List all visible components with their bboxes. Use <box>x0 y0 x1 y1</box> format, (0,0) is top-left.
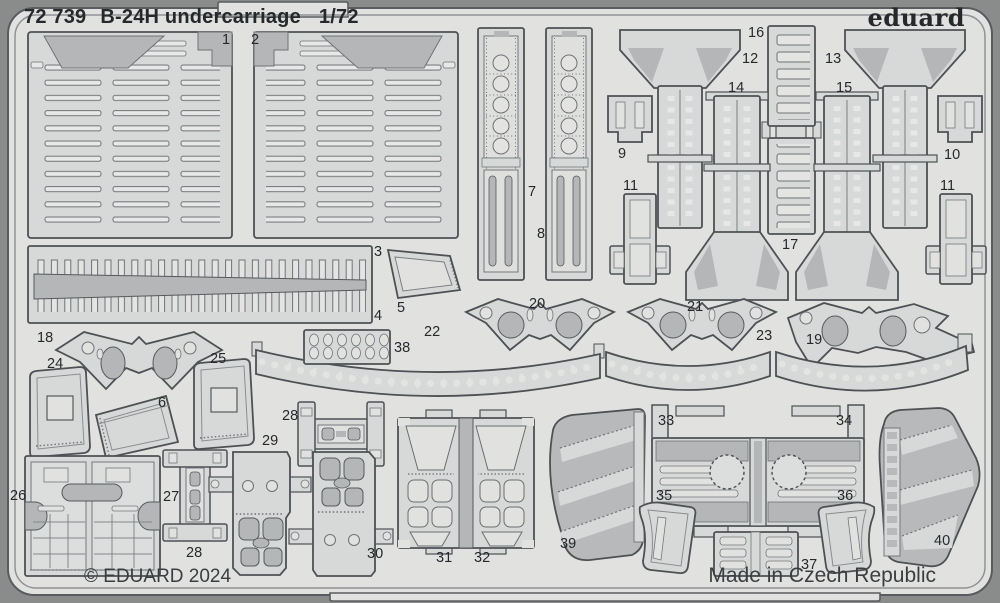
part-number-33: 33 <box>658 413 675 429</box>
part-number-1: 1 <box>222 32 231 48</box>
part-5-wedge <box>386 248 462 299</box>
part-number-13: 13 <box>825 51 842 67</box>
part-number-7: 7 <box>528 184 537 200</box>
part-30-strut-plate <box>288 451 394 577</box>
part-number-2: 2 <box>251 32 260 48</box>
part-number-35: 35 <box>656 488 673 504</box>
part-number-39: 39 <box>560 536 577 552</box>
part-18-rib <box>54 331 224 391</box>
part-number-38: 38 <box>394 340 411 356</box>
eduard-logo: eduard <box>867 3 965 32</box>
part-number-29: 29 <box>262 433 279 449</box>
part-23-stringer <box>605 333 973 392</box>
part-40-fairing <box>878 407 981 568</box>
part-number-27: 27 <box>163 489 180 505</box>
part-number-36: 36 <box>837 488 854 504</box>
part-20-rib <box>463 298 617 352</box>
catalog-number: 72 739 <box>24 6 87 28</box>
part-number-6: 6 <box>158 395 167 411</box>
part-number-12: 12 <box>742 51 759 67</box>
part-number-10: 10 <box>944 147 961 163</box>
part-35-side-panel <box>638 501 697 575</box>
part-number-24: 24 <box>47 356 64 372</box>
part-26-mudguard <box>24 455 161 577</box>
sheet-title: B-24H undercarriage <box>100 6 301 28</box>
sheet-header: 72 739 B-24H undercarriage 1/72 <box>24 6 359 29</box>
part-9-bracket <box>607 95 653 143</box>
part-11-bracket <box>609 193 671 285</box>
part-24-panel <box>29 366 91 459</box>
part-14-leg <box>685 91 789 301</box>
part-1-door-panel <box>27 31 233 239</box>
part-number-11-right: 11 <box>940 178 956 194</box>
part-number-16: 16 <box>748 25 765 41</box>
part-39-fairing <box>549 408 646 561</box>
part-22-stringer <box>251 341 605 397</box>
part-number-8: 8 <box>537 226 546 242</box>
part-38-runner <box>303 329 391 365</box>
part-16-17-ladder <box>761 25 822 235</box>
part-number-23: 23 <box>756 328 773 344</box>
part-7-strip <box>477 27 525 281</box>
part-number-28-bottom: 28 <box>186 545 203 561</box>
part-number-20: 20 <box>529 296 546 312</box>
copyright-text: © EDUARD 2024 <box>84 566 232 587</box>
part-number-11-left: 11 <box>623 178 639 194</box>
part-2-door-panel <box>253 31 459 239</box>
part-number-34: 34 <box>836 413 853 429</box>
part-number-28-top: 28 <box>282 408 299 424</box>
part-number-9: 9 <box>618 146 627 162</box>
part-number-4: 4 <box>374 308 383 324</box>
part-12-leg <box>619 29 741 229</box>
part-33-34-bay-roof <box>651 404 865 538</box>
part-number-40: 40 <box>934 533 951 549</box>
part-25-panel <box>193 358 255 451</box>
part-number-37: 37 <box>801 557 818 573</box>
part-number-21: 21 <box>687 299 704 315</box>
made-in-text: Made in Czech Republic <box>708 564 936 587</box>
part-number-19: 19 <box>806 332 823 348</box>
part-number-14: 14 <box>728 80 745 96</box>
part-3-4-rails <box>27 245 373 324</box>
part-number-30: 30 <box>367 546 384 562</box>
part-31-32-plate <box>397 409 535 555</box>
part-8-strip <box>545 27 593 281</box>
part-number-26: 26 <box>10 488 27 504</box>
part-number-22: 22 <box>424 324 441 340</box>
part-number-5: 5 <box>397 300 406 316</box>
part-36-side-panel <box>817 501 876 575</box>
part-6-panel <box>94 394 180 460</box>
part-27-28-beam-vertical <box>162 449 228 542</box>
part-number-15: 15 <box>836 80 853 96</box>
part-number-3: 3 <box>374 244 383 260</box>
part-number-25: 25 <box>210 351 227 367</box>
part-number-31: 31 <box>436 550 453 566</box>
part-number-18: 18 <box>37 330 54 346</box>
sheet-scale: 1/72 <box>318 6 359 28</box>
part-37-grill <box>713 531 799 577</box>
part-number-32: 32 <box>474 550 491 566</box>
part-29-strut-plate <box>208 451 312 576</box>
part-number-17: 17 <box>782 237 799 253</box>
